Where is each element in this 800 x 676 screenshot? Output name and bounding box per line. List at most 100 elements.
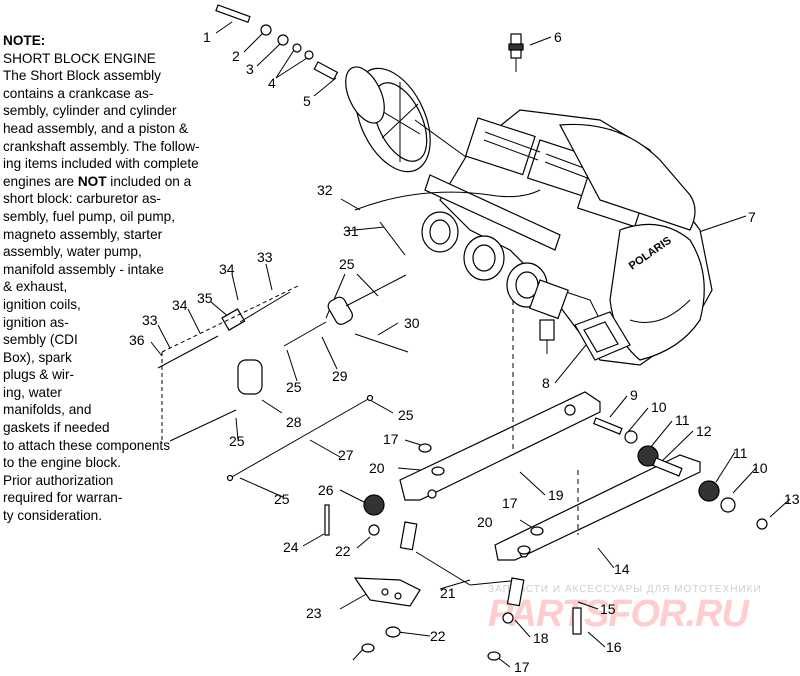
callout-14: 14 [614, 561, 630, 577]
note-text: ignition coils, [3, 296, 81, 312]
callout-28: 28 [286, 414, 302, 430]
note-line: sembly (CDI [3, 331, 263, 349]
watermark: ЗАПЧАСТИ И АКСЕССУАРЫ ДЛЯ МОТОТЕХНИКИ PA… [488, 584, 762, 635]
note-text: plugs & wir- [3, 367, 75, 383]
callout-25d: 25 [286, 379, 302, 395]
callout-8: 8 [542, 375, 550, 391]
note-line: & exhaust, [3, 278, 263, 296]
note-line: sembly, fuel pump, oil pump, [3, 208, 263, 226]
note-text: magneto assembly, starter [3, 226, 163, 242]
note-emphasis: NOT [77, 173, 107, 189]
note-line: head assembly, and a piston & [3, 120, 263, 138]
note-line: ignition coils, [3, 296, 263, 314]
callout-23: 23 [306, 605, 322, 621]
note-text: crankshaft assembly. The follow- [3, 138, 200, 154]
note-line: sembly, cylinder and cylinder [3, 102, 263, 120]
callout-15: 15 [600, 601, 616, 617]
callout-22b: 22 [430, 628, 446, 644]
note-line: to attach these components [3, 437, 263, 455]
note-line: contains a crankcase as- [3, 85, 263, 103]
note-text: ty consideration. [3, 508, 102, 524]
callout-22: 22 [335, 543, 351, 559]
callout-9: 9 [630, 387, 638, 403]
note-line: plugs & wir- [3, 366, 263, 384]
note-text: included on a [106, 173, 192, 189]
callout-36: 36 [129, 332, 145, 348]
note-text: required for warran- [3, 490, 123, 506]
note-text: ignition as- [3, 314, 69, 330]
callout-30: 30 [404, 315, 420, 331]
callout-25e: 25 [339, 256, 355, 272]
callout-18: 18 [533, 630, 549, 646]
note-line: assembly, water pump, [3, 243, 263, 261]
callout-29: 29 [332, 368, 348, 384]
note-text: Box), spark [3, 349, 72, 365]
note-line: manifolds, and [3, 401, 263, 419]
note-line: crankshaft assembly. The follow- [3, 138, 263, 156]
callout-1: 1 [203, 29, 211, 45]
note-line: engines are NOT included on a [3, 173, 263, 191]
note-text: contains a crankcase as- [3, 85, 154, 101]
callout-17b: 17 [383, 431, 399, 447]
callout-24: 24 [283, 539, 299, 555]
short-block-note: NOTE: SHORT BLOCK ENGINE The Short Block… [3, 32, 263, 525]
callout-17c: 17 [514, 659, 530, 675]
callout-19: 19 [548, 487, 564, 503]
note-line: Prior authorization [3, 472, 263, 490]
note-text: to attach these components [3, 437, 171, 453]
note-line: short block: carburetor as- [3, 190, 263, 208]
callout-4: 4 [268, 75, 276, 91]
throttle-cable [354, 189, 541, 211]
note-line: The Short Block assembly [3, 67, 263, 85]
note-text: gaskets if needed [3, 420, 110, 436]
note-text: assembly, water pump, [3, 244, 142, 260]
note-text: sembly (CDI [3, 332, 78, 348]
callout-labels: 1 2 3 4 5 6 7 8 9 10 11 12 11 10 13 14 1… [129, 29, 800, 675]
callout-27: 27 [338, 447, 354, 463]
note-text: sembly, cylinder and cylinder [3, 103, 177, 119]
callout-34: 34 [219, 261, 235, 277]
note-line: required for warran- [3, 489, 263, 507]
note-subheading: SHORT BLOCK ENGINE [3, 50, 156, 66]
note-text: sembly, fuel pump, oil pump, [3, 208, 176, 224]
note-line: gaskets if needed [3, 419, 263, 437]
callout-7: 7 [748, 209, 756, 225]
watermark-text: ЗАПЧАСТИ И АКСЕССУАРЫ ДЛЯ МОТОТЕХНИКИ [488, 584, 762, 595]
callout-20b: 20 [369, 460, 385, 476]
callout-33: 33 [257, 249, 273, 265]
watermark-brand: PARTSFOR.RU [488, 593, 750, 635]
callout-25b: 25 [229, 433, 245, 449]
callout-12: 12 [696, 423, 712, 439]
callout-2: 2 [232, 48, 240, 64]
callout-31: 31 [343, 223, 359, 239]
note-line: ignition as- [3, 314, 263, 332]
note-line: Box), spark [3, 349, 263, 367]
note-text: The Short Block assembly [3, 68, 161, 84]
front-mount-plate [399, 300, 601, 501]
note-line: manifold assembly - intake [3, 261, 263, 279]
callout-26: 26 [318, 482, 334, 498]
callout-17: 17 [502, 495, 518, 511]
note-text: head assembly, and a piston & [3, 120, 188, 136]
note-heading: NOTE: [3, 33, 46, 48]
engine-block: POLARIS [439, 109, 713, 366]
callout-34b: 34 [172, 297, 188, 313]
callout-3: 3 [246, 61, 254, 77]
callout-5: 5 [303, 93, 311, 109]
note-text: to the engine block. [3, 455, 121, 471]
mount-fasteners-left [324, 443, 544, 653]
callout-33b: 33 [142, 312, 158, 328]
note-line: ing items included with complete [3, 155, 263, 173]
callout-10b: 10 [752, 460, 768, 476]
callout-20: 20 [477, 514, 493, 530]
mount-fasteners-right [592, 417, 768, 530]
fuel-oil-lines [157, 274, 409, 482]
note-text: manifold assembly - intake [3, 261, 164, 277]
callout-10: 10 [651, 399, 667, 415]
callout-25c: 25 [398, 407, 414, 423]
callout-32: 32 [317, 182, 333, 198]
note-text: & exhaust, [3, 279, 68, 295]
carburetor-group [421, 174, 569, 320]
note-text: ing, water [3, 384, 62, 400]
